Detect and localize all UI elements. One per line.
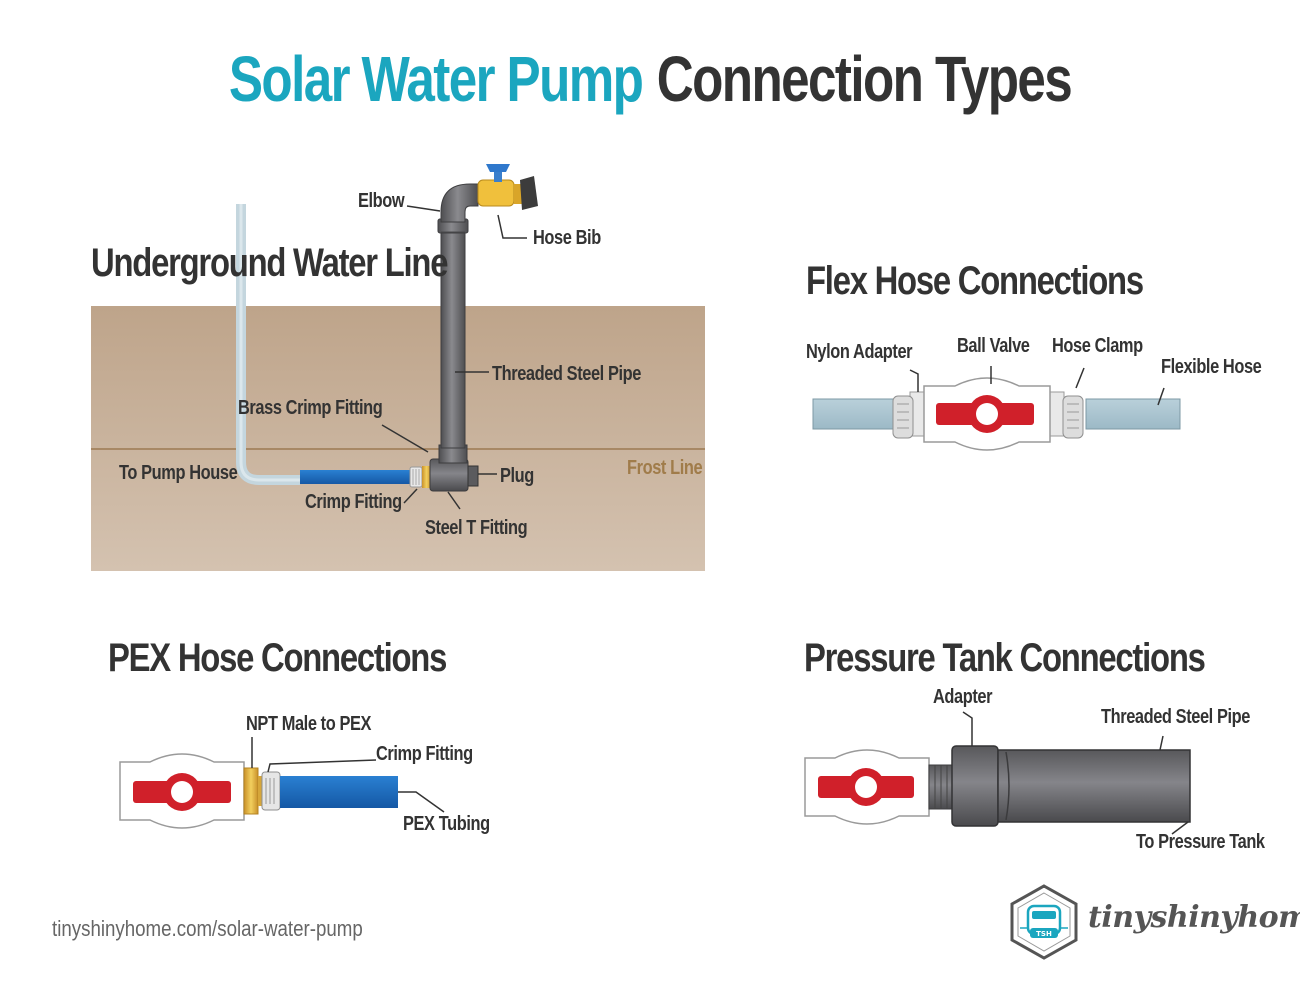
label-to-pressure-tank: To Pressure Tank bbox=[1136, 831, 1265, 853]
label-hose-clamp: Hose Clamp bbox=[1052, 335, 1143, 357]
label-frost-line: Frost Line bbox=[627, 457, 703, 479]
brand-wordmark: tinyshinyhome bbox=[1088, 900, 1300, 935]
pressure-heading: Pressure Tank Connections bbox=[804, 636, 1206, 680]
pressure-diagram bbox=[804, 745, 1191, 827]
underground-heading: Underground Water Line bbox=[91, 241, 448, 285]
logo-badge-text: TSH bbox=[1036, 930, 1052, 938]
pex-diagram bbox=[119, 753, 398, 829]
pex-leaders bbox=[251, 737, 445, 813]
label-pressure-threaded-steel-pipe: Threaded Steel Pipe bbox=[1101, 706, 1250, 728]
brand-logo: TSH bbox=[1010, 884, 1078, 960]
pressure-steel-pipe bbox=[997, 749, 1191, 823]
title-highlight: Solar Water Pump bbox=[228, 43, 644, 115]
label-ball-valve: Ball Valve bbox=[957, 335, 1030, 357]
underground-diagram bbox=[91, 164, 705, 571]
pex-crimp-part bbox=[261, 771, 281, 811]
elbow-part bbox=[440, 183, 479, 223]
plug-part bbox=[467, 465, 479, 487]
flex-heading: Flex Hose Connections bbox=[806, 259, 1144, 303]
hose-bib-part bbox=[477, 164, 538, 210]
label-nylon-adapter: Nylon Adapter bbox=[806, 341, 913, 363]
label-threaded-steel-pipe: Threaded Steel Pipe bbox=[492, 363, 641, 385]
brass-crimp-part bbox=[422, 466, 431, 488]
label-to-pump-house: To Pump House bbox=[119, 462, 238, 484]
flex-hose-left bbox=[812, 398, 900, 430]
vertical-steel-pipe bbox=[440, 221, 466, 449]
flex-leaders bbox=[909, 366, 1165, 406]
steel-t-fitting-part bbox=[429, 458, 469, 492]
label-brass-crimp-fitting: Brass Crimp Fitting bbox=[238, 397, 383, 419]
ground-block bbox=[91, 306, 705, 571]
label-plug: Plug bbox=[500, 465, 534, 487]
label-pex-tubing: PEX Tubing bbox=[403, 813, 490, 835]
flex-diagram bbox=[812, 377, 1181, 451]
pex-tubing-part bbox=[280, 776, 398, 808]
adapter-part bbox=[951, 745, 999, 827]
label-flexible-hose: Flexible Hose bbox=[1161, 356, 1262, 378]
pex-line bbox=[300, 470, 412, 484]
label-npt-male-to-pex: NPT Male to PEX bbox=[246, 713, 372, 735]
pressure-leaders bbox=[962, 711, 1189, 835]
label-elbow: Elbow bbox=[358, 190, 405, 212]
title-rest: Connection Types bbox=[656, 43, 1073, 115]
label-steel-t-fitting: Steel T Fitting bbox=[425, 517, 528, 539]
pex-heading: PEX Hose Connections bbox=[108, 636, 447, 680]
label-hose-bib: Hose Bib bbox=[533, 227, 601, 249]
underground-leaders bbox=[381, 205, 527, 510]
label-crimp-fitting: Crimp Fitting bbox=[305, 491, 402, 513]
flex-hose-right bbox=[1085, 398, 1181, 430]
label-adapter: Adapter bbox=[933, 686, 993, 708]
source-url[interactable]: tinyshinyhome.com/solar-water-pump bbox=[52, 916, 363, 941]
label-pex-crimp-fitting: Crimp Fitting bbox=[376, 743, 473, 765]
npt-male-to-pex-part bbox=[243, 767, 259, 815]
